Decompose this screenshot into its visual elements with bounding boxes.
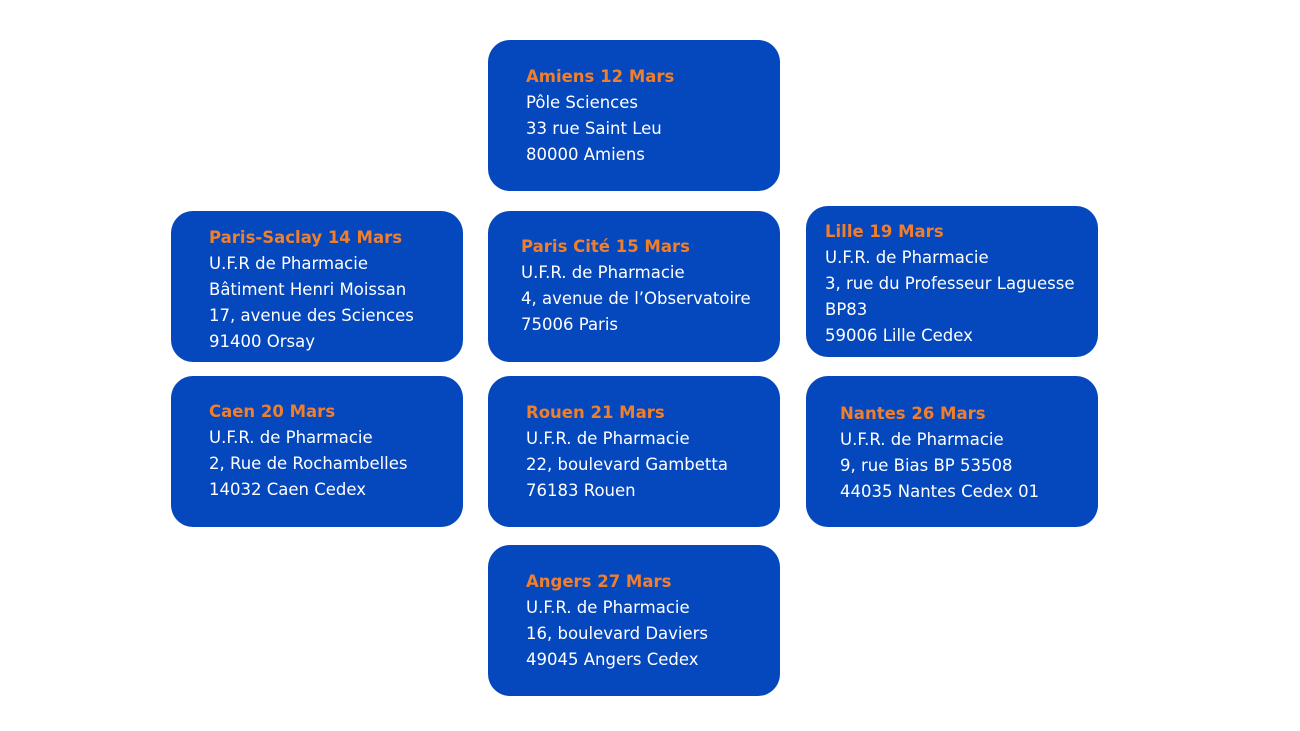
- card-title: Angers 27 Mars: [526, 572, 672, 591]
- card-address-line: U.F.R. de Pharmacie: [521, 263, 685, 282]
- card-address-line: 59006 Lille Cedex: [825, 326, 973, 345]
- card-address-line: 91400 Orsay: [209, 332, 315, 351]
- location-card-nantes: Nantes 26 Mars U.F.R. de Pharmacie 9, ru…: [806, 376, 1098, 527]
- card-title: Amiens 12 Mars: [526, 67, 675, 86]
- card-address-line: Pôle Sciences: [526, 93, 638, 112]
- card-address-line: 76183 Rouen: [526, 481, 636, 500]
- card-address-line: 33 rue Saint Leu: [526, 119, 662, 138]
- card-address-line: 49045 Angers Cedex: [526, 650, 699, 669]
- card-title: Caen 20 Mars: [209, 402, 336, 421]
- location-card-angers: Angers 27 Mars U.F.R. de Pharmacie 16, b…: [488, 545, 780, 696]
- card-title: Nantes 26 Mars: [840, 404, 986, 423]
- card-address-line: 80000 Amiens: [526, 145, 645, 164]
- card-address-line: U.F.R. de Pharmacie: [526, 598, 690, 617]
- card-address-line: 14032 Caen Cedex: [209, 480, 366, 499]
- location-card-amiens: Amiens 12 Mars Pôle Sciences 33 rue Sain…: [488, 40, 780, 191]
- card-address-line: 2, Rue de Rochambelles: [209, 454, 408, 473]
- location-card-paris-saclay: Paris-Saclay 14 Mars U.F.R de Pharmacie …: [171, 211, 463, 362]
- card-address-line: U.F.R. de Pharmacie: [825, 248, 989, 267]
- card-address-line: U.F.R. de Pharmacie: [526, 429, 690, 448]
- card-title: Paris Cité 15 Mars: [521, 237, 690, 256]
- card-address-line: U.F.R de Pharmacie: [209, 254, 368, 273]
- card-address-line: 9, rue Bias BP 53508: [840, 456, 1013, 475]
- card-address-line: 3, rue du Professeur Laguesse: [825, 274, 1075, 293]
- card-address-line: 44035 Nantes Cedex 01: [840, 482, 1040, 501]
- card-address-line: 22, boulevard Gambetta: [526, 455, 728, 474]
- card-address-line: 17, avenue des Sciences: [209, 306, 414, 325]
- location-card-paris-cite: Paris Cité 15 Mars U.F.R. de Pharmacie 4…: [488, 211, 780, 362]
- card-title: Paris-Saclay 14 Mars: [209, 228, 403, 247]
- location-card-lille: Lille 19 Mars U.F.R. de Pharmacie 3, rue…: [806, 206, 1098, 357]
- card-title: Lille 19 Mars: [825, 222, 944, 241]
- card-address-line: U.F.R. de Pharmacie: [840, 430, 1004, 449]
- card-address-line: BP83: [825, 300, 868, 319]
- card-title: Rouen 21 Mars: [526, 403, 665, 422]
- card-address-line: Bâtiment Henri Moissan: [209, 280, 407, 299]
- location-card-caen: Caen 20 Mars U.F.R. de Pharmacie 2, Rue …: [171, 376, 463, 527]
- card-address-line: 4, avenue de l’Observatoire: [521, 289, 751, 308]
- location-card-rouen: Rouen 21 Mars U.F.R. de Pharmacie 22, bo…: [488, 376, 780, 527]
- card-address-line: U.F.R. de Pharmacie: [209, 428, 373, 447]
- card-address-line: 75006 Paris: [521, 315, 619, 334]
- card-address-line: 16, boulevard Daviers: [526, 624, 709, 643]
